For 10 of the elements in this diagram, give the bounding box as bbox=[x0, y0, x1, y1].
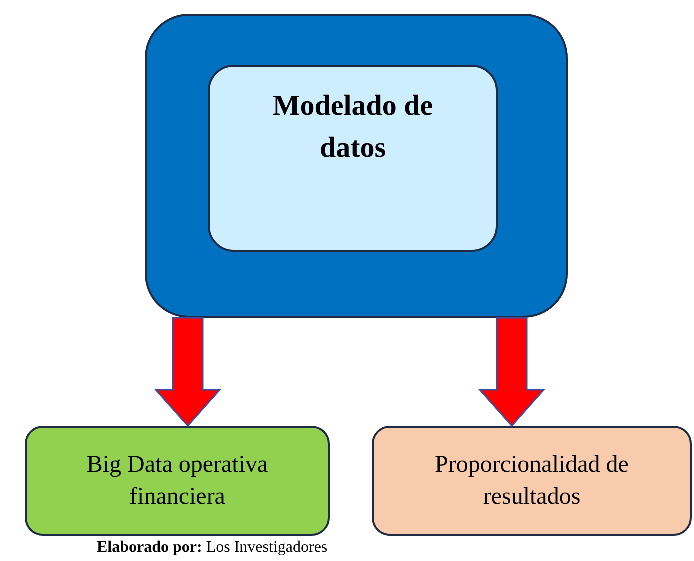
block-arrow bbox=[478, 317, 546, 428]
rounded-box bbox=[208, 65, 498, 252]
node-label: Big Data operativa financiera bbox=[86, 451, 270, 512]
rounded-frame bbox=[145, 14, 568, 318]
node-label: Proporcionalidad de resultados bbox=[434, 451, 630, 512]
block-arrow bbox=[154, 317, 222, 428]
caption: Elaborado por: Los Investigadores bbox=[97, 538, 328, 558]
rounded-box bbox=[372, 426, 692, 536]
node-label: Modelado de datos bbox=[272, 88, 434, 166]
rounded-box bbox=[25, 426, 330, 536]
